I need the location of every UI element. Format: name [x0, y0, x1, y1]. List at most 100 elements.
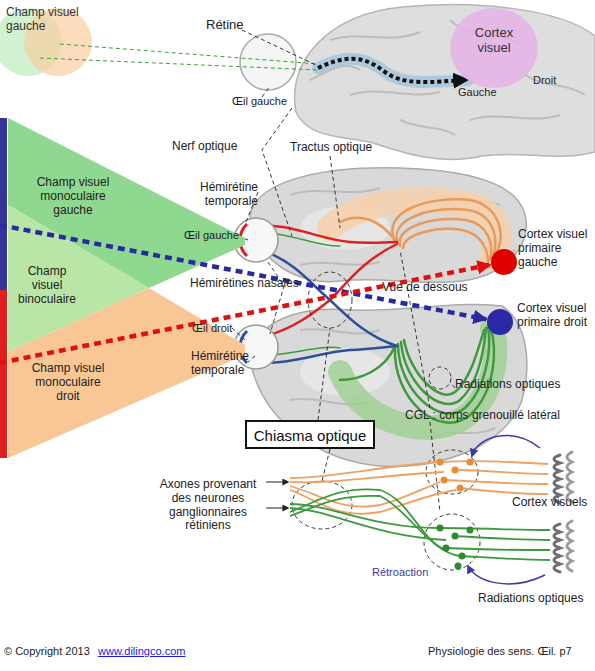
projection-arrow: [0, 225, 486, 319]
node-text: Cortex visuel primaire gauche: [518, 228, 595, 269]
leader-lines: [232, 30, 480, 570]
radiation-green: [446, 548, 550, 550]
chiasma-circle: [308, 272, 352, 328]
leader-line: [268, 262, 284, 334]
copyright-note: © Copyright 2013: [4, 645, 114, 658]
node-text: Cortex visuel: [464, 26, 524, 56]
neuron-dot: [437, 525, 444, 532]
part-label: Hémirétines nasales: [190, 277, 320, 291]
neuron-dot: [452, 533, 459, 540]
radiation-orange: [455, 470, 548, 474]
input-arrow: [266, 508, 288, 509]
primary-cortex-marker: Cortex visuel primaire gauche: [489, 226, 595, 280]
radiation-green: [462, 556, 550, 560]
side-label: Droit: [533, 74, 583, 87]
part-label: Rétine: [206, 18, 266, 33]
part-label: Hémirétine temporale: [191, 350, 266, 378]
cortex-symbols: [554, 452, 572, 572]
leader-line: [318, 328, 330, 420]
optic-path-glow: [318, 59, 468, 82]
fiber-green: [290, 489, 446, 550]
feedback-label: Rétroaction: [372, 566, 452, 579]
radiation-green: [440, 528, 550, 530]
part-label: Œil gauche: [184, 229, 259, 242]
neuron-dot: [467, 459, 474, 466]
radiation-fiber: [403, 229, 488, 262]
cortex-region: Cortex visuel: [448, 6, 540, 90]
leader-line: [400, 250, 430, 408]
radiation-fiber: [397, 209, 496, 258]
brain-gyri: [290, 188, 515, 440]
part-label: Tractus optique: [290, 141, 410, 155]
leader-line: [450, 382, 455, 388]
part-label: CGL : corps grenouillé latéral: [405, 409, 595, 423]
part-label: Radiations optiques: [478, 592, 595, 606]
website-link: www.dilingco.com: [98, 645, 208, 658]
leader-line: [248, 356, 255, 362]
fiber-orange: [290, 462, 438, 478]
cortex-dot: [491, 249, 517, 275]
cortex-fold: [567, 521, 572, 571]
part-label: Nerf optique: [172, 140, 272, 154]
radiation-band: [330, 201, 499, 258]
cgl-neurons: [437, 459, 474, 570]
part-label: Cortex visuels: [512, 496, 595, 510]
radiation-fiber: [400, 219, 491, 260]
neuron-dot: [467, 527, 474, 534]
right-field-bar: [0, 290, 7, 458]
cortex-fold: [567, 452, 572, 502]
brain-side-view: [40, 5, 595, 160]
fiber-orange: [290, 472, 444, 482]
input-arrow: [266, 482, 288, 483]
node-text: Champ visuel binoculaire: [16, 265, 78, 306]
neuron-dot: [455, 563, 462, 570]
field-projection-line: [40, 58, 318, 70]
part-label: Hémirétine temporale: [183, 181, 258, 209]
fiber-green: [290, 496, 460, 556]
view-label: Vue de dessous: [382, 281, 492, 295]
radiation-orange: [444, 480, 548, 484]
part-label: Axones provenant des neurones ganglionna…: [150, 478, 266, 533]
leader-line: [232, 328, 245, 340]
optic-radiation-left: [330, 199, 501, 262]
radiation-fiber: [340, 218, 395, 240]
cortex-ellipse: [450, 8, 538, 88]
primary-cortex-marker: Cortex visuel primaire droit: [486, 300, 595, 350]
radiation-orange: [440, 461, 548, 464]
neuron-dot: [443, 545, 450, 552]
side-label: Gauche: [458, 86, 508, 99]
optic-path-arrow: [318, 59, 466, 82]
part-label: Radiations optiques: [455, 378, 585, 392]
leader-line: [262, 108, 292, 236]
inset-fibers: [290, 461, 550, 560]
neuron-dot: [437, 459, 444, 466]
feedback-arrow: [468, 566, 545, 584]
radiation-fiber: [398, 326, 489, 413]
part-label: Œil gauche: [232, 95, 312, 108]
neuron-dot: [441, 477, 448, 484]
brain-outline: [295, 5, 595, 160]
node-text: Champ visuel monoculaire gauche: [28, 176, 118, 217]
node-text: Chiasma optique: [247, 427, 373, 444]
leader-line: [430, 422, 440, 512]
node-text: Champ visuel monoculaire droit: [26, 362, 110, 403]
projection-arrow: [0, 265, 490, 363]
part-label: Œil droit: [192, 322, 262, 335]
leader-line: [242, 30, 318, 66]
cgl-circle: [429, 367, 451, 389]
radiation-orange: [460, 488, 548, 494]
fiber-green: [290, 508, 446, 540]
cortex-fold: [554, 524, 560, 572]
node-text: Cortex visuel primaire droit: [517, 302, 594, 330]
page-footer: Physiologie des sens. Œil. p7: [428, 645, 595, 658]
radiation-fiber: [401, 328, 486, 404]
neuron-dot: [459, 553, 466, 560]
left-field-bar: [0, 118, 7, 290]
blue-fiber-nasal: [266, 252, 397, 346]
radiation-green: [455, 536, 550, 540]
brain-gyri: [310, 20, 585, 135]
